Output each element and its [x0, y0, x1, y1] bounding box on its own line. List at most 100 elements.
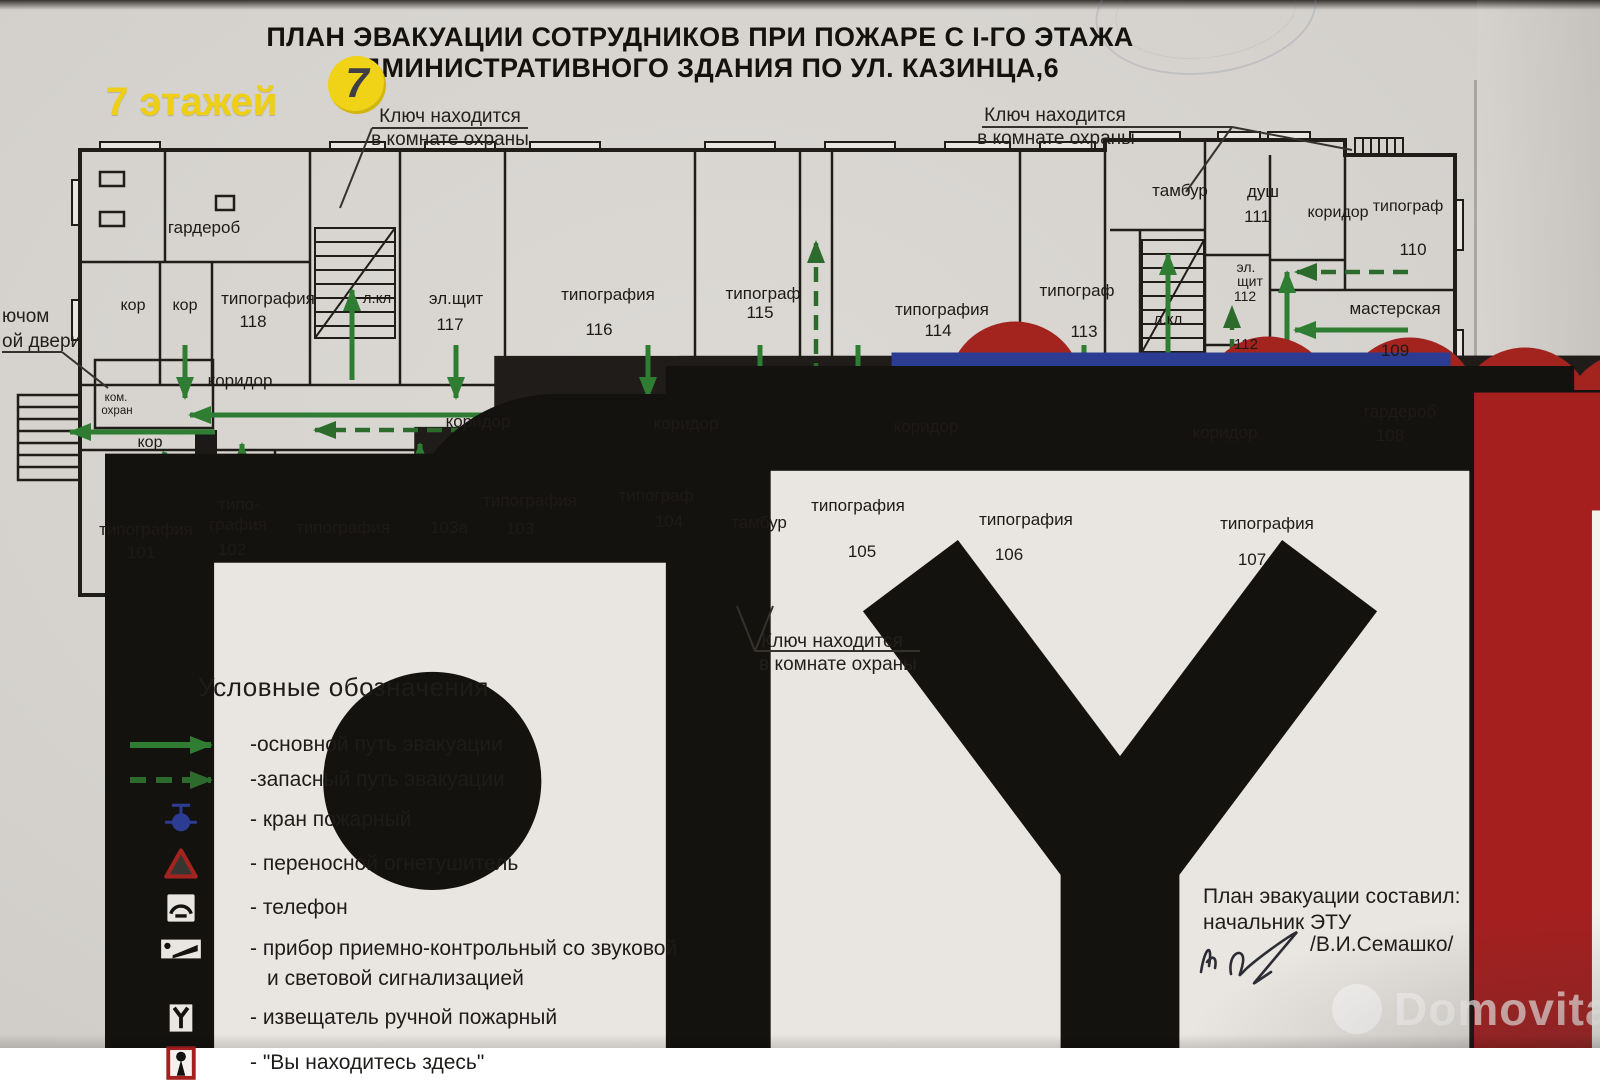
room-label-koridor-room: коридор [1307, 204, 1368, 221]
manual-alarm-icon [122, 1001, 240, 1035]
corridor-label-2: коридор [654, 414, 719, 433]
control-device-icon [122, 936, 240, 962]
legend-item-extinguisher: - переносной огнетушитель [122, 848, 842, 880]
edge-note-line1: ючом [2, 306, 49, 327]
room-label-113: типограф [1039, 281, 1114, 300]
room-label-kor-c: кор [138, 434, 163, 451]
you-are-here-icon [122, 1046, 240, 1080]
solid-arrow-icon [122, 735, 240, 755]
floors-count-label: 7 этажей [106, 80, 278, 124]
room-num-113: 113 [1070, 322, 1097, 341]
room-num-112b: 112 [1234, 336, 1258, 353]
phone-icon [122, 891, 240, 925]
note-key-b-line1: Ключ находится [761, 631, 903, 652]
legend: Условные обозначения -основной путь эвак… [122, 672, 842, 1091]
room-label-106: типография [979, 510, 1073, 529]
fire-hydrant-icon [122, 803, 240, 837]
legend-item-you-are-here: - "Вы находитесь здесь" [122, 1046, 842, 1080]
room-label-101: типография [99, 520, 193, 539]
room-label-116: типография [561, 285, 655, 304]
room-num-101: 101 [127, 543, 155, 562]
legend-item-phone: - телефон [122, 891, 842, 925]
room-label-102-l2: графия [209, 515, 267, 534]
room-num-115: 115 [746, 303, 773, 322]
room-label-kor-a: кор [121, 297, 146, 314]
signature-name: /В.И.Семашко/ [1310, 932, 1453, 958]
room-label-108: гардероб [1364, 402, 1437, 421]
room-label-tambur-top: тамбур [1152, 181, 1208, 200]
room-label-115: типограф [725, 284, 800, 303]
room-num-111: 111 [1244, 207, 1270, 226]
room-label-103: типография [483, 491, 577, 510]
room-label-dush: душ [1247, 182, 1279, 201]
signature-line1: План эвакуации составил: [1203, 885, 1461, 908]
legend-item-hydrant: - кран пожарный [122, 803, 842, 837]
room-num-107: 107 [1238, 550, 1266, 569]
legend-item-manual-alarm: - извещатель ручной пожарный [122, 1001, 842, 1035]
plan-title-line2: АДМИНИСТРАТИВНОГО ЗДАНИЯ ПО УЛ. КАЗИНЦА,… [340, 53, 1060, 83]
room-labels: Ключ находится в комнате охраны Ключ нах… [2, 105, 1443, 675]
room-num-114: 114 [924, 321, 951, 340]
signature-line2: начальник ЭТУ [1203, 910, 1460, 936]
plan-title: ПЛАН ЭВАКУАЦИИ СОТРУДНИКОВ ПРИ ПОЖАРЕ С … [180, 22, 1220, 84]
corridor-label-4: коридор [1193, 423, 1258, 442]
room-num-106: 106 [995, 545, 1023, 564]
room-num-116: 116 [585, 320, 612, 339]
room-label-kor-b: кор [173, 297, 198, 314]
room-num-105: 105 [848, 542, 876, 561]
floor-7-badge-icon: 7 [328, 56, 386, 114]
legend-item-backup-route: -запасный путь эвакуации [122, 768, 842, 792]
legend-title: Условные обозначения [198, 672, 489, 702]
room-label-lkl-left: л.кл [363, 290, 391, 307]
watermark-dot-icon [1332, 984, 1382, 1034]
room-num-109: 109 [1381, 341, 1409, 360]
legend-item-control-device-line2: и световой сигнализацией [267, 967, 524, 990]
floor-plan-svg: Ключ находится в комнате охраны Ключ нах… [2, 105, 1600, 1048]
room-num-103a: 103а [430, 518, 468, 537]
room-label-105: типография [811, 496, 905, 515]
note-key-tl-line2: в комнате охраны [371, 129, 529, 150]
room-label-118: типография [221, 289, 315, 308]
room-label-lkl-right: л.кл [1154, 311, 1182, 328]
corridor-label-3: коридор [894, 417, 959, 436]
edge-note-line2: ой двери [2, 331, 81, 352]
room-label-komohr-l1: ком. [105, 392, 128, 404]
dashed-arrow-icon [122, 770, 240, 790]
photo-edge-top [0, 0, 1600, 10]
room-num-110: 110 [1399, 240, 1426, 259]
room-label-117: эл.щит [429, 289, 483, 308]
room-label-garderob-top: гардероб [168, 218, 241, 237]
room-label-102-l1: типо- [218, 495, 260, 514]
room-label-104: типограф [618, 486, 693, 505]
extinguisher-icon [122, 848, 240, 880]
dark-door-block [195, 430, 217, 462]
room-label-107: типография [1220, 514, 1314, 533]
room-num-102: 102 [218, 540, 246, 559]
evacuation-plan-photo: ПЛАН ЭВАКУАЦИИ СОТРУДНИКОВ ПРИ ПОЖАРЕ С … [0, 0, 1600, 1048]
room-label-e112-l1: эл. [1237, 259, 1256, 275]
photo-bottom-shade [0, 1034, 1600, 1048]
room-num-118: 118 [239, 312, 266, 331]
room-num-112a: 112 [1234, 288, 1257, 304]
photo-corner-shade [1180, 908, 1600, 1048]
room-label-110: типограф [1373, 198, 1444, 215]
room-num-108: 108 [1376, 426, 1404, 445]
room-label-109: мастерская [1349, 299, 1440, 318]
handwritten-signature [1199, 930, 1298, 985]
note-leader-lines [2, 126, 1353, 652]
signature-block: План эвакуации составил: начальник ЭТУ /… [1199, 884, 1461, 985]
note-key-tr-line2: в комнате охраны [977, 128, 1135, 149]
room-label-103a: типография [296, 518, 390, 537]
room-label-komohr-l2: охран [101, 405, 132, 417]
watermark-text: Domovita [1394, 982, 1600, 1036]
watermark: Domovita [1332, 982, 1600, 1036]
note-key-b-line2: в комнате охраны [759, 654, 917, 675]
room-num-104: 104 [655, 512, 683, 531]
plan-title-line1: ПЛАН ЭВАКУАЦИИ СОТРУДНИКОВ ПРИ ПОЖАРЕ С … [266, 22, 1134, 52]
legend-item-main-route: -основной путь эвакуации [122, 733, 842, 757]
legend-item-control-device: - прибор приемно-контрольный со звуковой [122, 936, 842, 962]
room-num-117: 117 [436, 315, 463, 334]
corridor-label-1: коридор [446, 412, 511, 431]
corridor-label-0: коридор [208, 371, 273, 390]
room-label-tambur-bottom: тамбур [731, 513, 787, 532]
